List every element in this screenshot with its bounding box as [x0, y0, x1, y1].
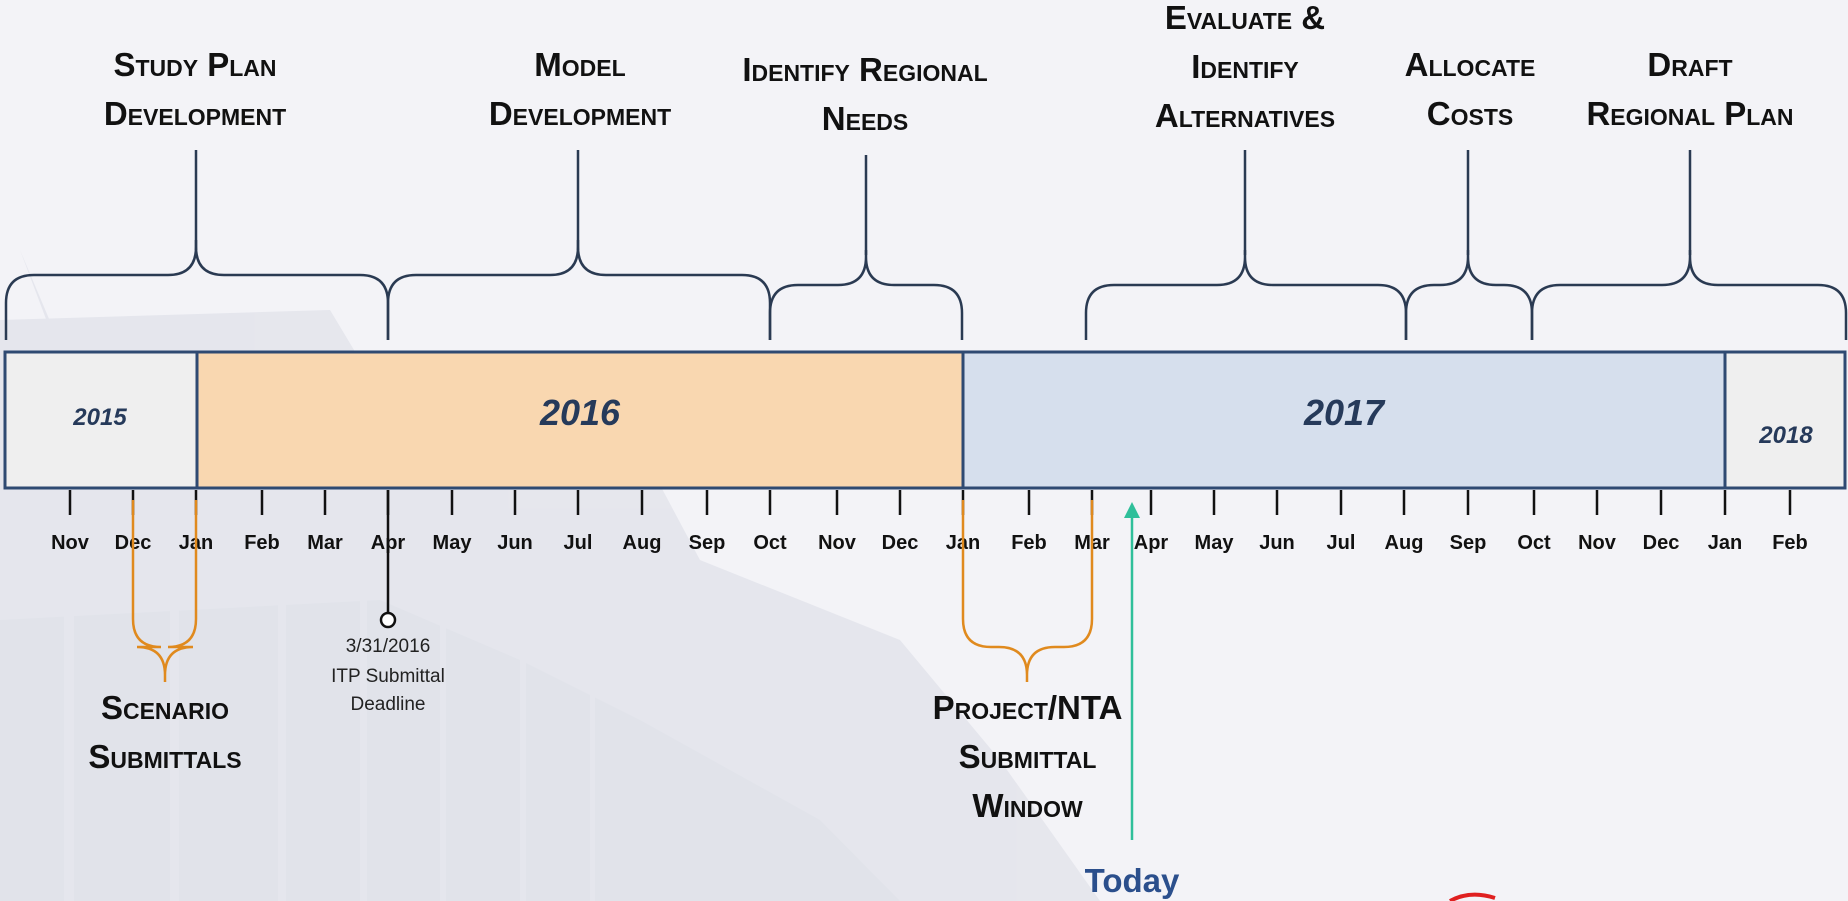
milestone-text: 3/31/2016 [346, 636, 431, 657]
phase-study-line2: Development [103, 95, 287, 132]
project-line2: Submittal [958, 738, 1097, 775]
year-label: 2016 [539, 392, 621, 433]
bracket-model [386, 240, 772, 340]
year-segment-2017 [961, 350, 1727, 490]
month-label: Apr [1134, 532, 1169, 554]
scenario-submittals-label: Scenario Submittals [50, 683, 280, 781]
month-label: Nov [818, 532, 857, 554]
year-segment-2018 [1723, 350, 1847, 490]
phase-identify-needs: Identify Regional Needs [720, 45, 1010, 143]
month-label: Oct [1517, 532, 1551, 554]
month-label: Feb [1011, 532, 1047, 554]
month-label: Oct [753, 532, 787, 554]
month-label: Feb [244, 532, 280, 554]
bracket-needs [768, 250, 964, 340]
year-label: 2017 [1303, 392, 1386, 433]
month-label: Dec [1643, 532, 1680, 554]
phase-draft: Draft Regional Plan [1550, 40, 1830, 138]
bracket-evaluate [1084, 250, 1408, 340]
project-window-label: Project/NTA Submittal Window [900, 683, 1155, 830]
phase-needs-line1: Identify Regional [742, 51, 988, 88]
month-label: Nov [1578, 532, 1617, 554]
today-label: Today [1084, 862, 1180, 899]
phase-allocate-line2: Costs [1426, 95, 1514, 132]
project-line3: Window [972, 787, 1083, 824]
month-label: Feb [1772, 532, 1808, 554]
month-label: Jan [1708, 532, 1742, 554]
phase-study-line1: Study Plan [113, 46, 277, 83]
month-label: Aug [623, 532, 662, 554]
project-window-bracket [961, 500, 1094, 682]
month-label: May [433, 532, 473, 554]
month-label: Mar [307, 532, 343, 554]
scenario-line2: Submittals [88, 738, 242, 775]
month-label: Dec [882, 532, 919, 554]
bracket-draft [1530, 250, 1848, 340]
month-label: May [1195, 532, 1235, 554]
month-label: Sep [689, 532, 726, 554]
year-bar: 2015 2016 2017 2018 [3, 350, 1847, 490]
month-label: Jul [564, 532, 593, 554]
bracket-study [4, 240, 390, 340]
month-label: Jun [497, 532, 533, 554]
phase-model-line2: Development [488, 95, 672, 132]
month-axis: Nov Dec Jan Feb Mar Apr May Jun Jul Aug Sep Oct Nov D… [51, 490, 1808, 554]
scenario-bracket [131, 500, 198, 682]
month-label: Aug [1385, 532, 1424, 554]
bracket-allocate [1404, 250, 1534, 340]
month-label: Sep [1450, 532, 1487, 554]
phase-evaluate-line3: Alternatives [1154, 97, 1336, 134]
phase-study-plan: Study Plan Development [60, 40, 330, 138]
month-label: Jun [1259, 532, 1295, 554]
phase-evaluate-line1: Evaluate & [1164, 0, 1326, 36]
month-label: Jul [1327, 532, 1356, 554]
month-label: Nov [51, 532, 90, 554]
phase-model: Model Development [440, 40, 720, 138]
phase-draft-line1: Draft [1647, 46, 1733, 83]
logo-arc [1449, 892, 1496, 901]
today-arrow-head [1124, 502, 1140, 518]
phase-model-line1: Model [534, 46, 626, 83]
phase-allocate: Allocate Costs [1380, 40, 1560, 138]
milestone-text: Deadline [351, 694, 426, 715]
phase-evaluate-line2: Identify [1191, 48, 1299, 85]
year-label: 2018 [1758, 422, 1813, 449]
project-line1: Project/NTA [932, 689, 1123, 726]
milestone-text: ITP Submittal [331, 666, 445, 687]
phase-evaluate: Evaluate & Identify Alternatives [1120, 0, 1370, 140]
phase-allocate-line1: Allocate [1404, 46, 1536, 83]
year-label: 2015 [72, 404, 127, 431]
phase-brackets [4, 150, 1848, 340]
scenario-line1: Scenario [100, 689, 230, 726]
phase-needs-line2: Needs [821, 100, 909, 137]
phase-draft-line2: Regional Plan [1586, 95, 1794, 132]
milestone-marker [379, 611, 397, 629]
